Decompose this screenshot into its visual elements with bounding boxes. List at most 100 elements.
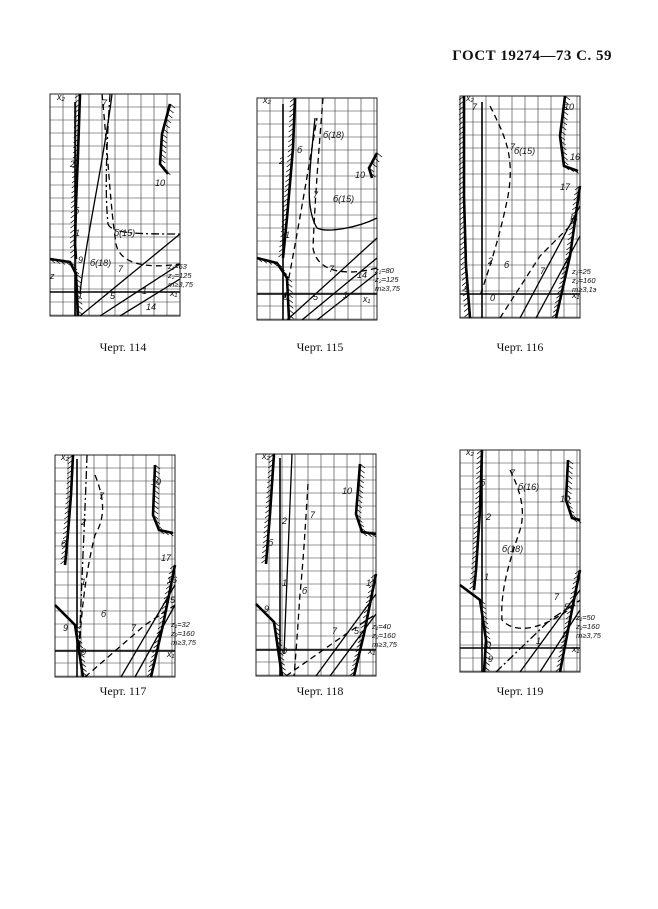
hatch-tick [281,217,288,223]
hatch-tick [566,484,572,490]
hatch-tick [573,169,579,174]
hatch-tick [261,548,268,554]
hatch-tick [64,509,71,515]
hatch-tick [275,636,282,642]
hatch-tick [574,190,580,196]
iso-curve [301,257,378,321]
curve-label: x₂ [262,95,272,105]
iso-curve [79,93,113,295]
hatch-tick [279,266,285,272]
hatch-tick [287,288,293,293]
curve-label: 2 [281,516,287,526]
hatch-tick [366,532,372,537]
hatch-tick [76,278,82,284]
hatch-tick [472,549,478,555]
curve-label: б(18) [502,544,523,554]
hatch-tick [153,484,160,490]
hatch-tick [458,160,465,166]
curve-label: 7 [540,266,546,276]
hatch-tick [276,262,283,268]
hatch-tick [54,259,61,265]
hatch-tick [70,223,76,229]
gear-parameter: m≥3,1э [572,285,597,294]
hatch-tick [484,629,490,635]
hatch-tick [288,303,294,309]
gear-parameter: z₁=32 [170,620,191,629]
hatch-tick [458,105,465,111]
hatch-tick [289,107,295,113]
hatch-tick [73,128,80,134]
hatch-tick [76,638,83,644]
hatch-tick [560,274,566,280]
figure-118-caption: Черт. 118 [296,684,344,698]
hatch-tick [154,519,161,525]
curve-label: 17 [560,182,571,192]
curve-label: x₁ [169,288,178,298]
hatch-tick [169,564,176,570]
hatch-tick [267,473,273,479]
curve-label: 0 [282,646,287,656]
hatch-tick [265,508,271,514]
curve-label: б [268,538,274,548]
gear-parameter: z₁=80 [374,266,395,275]
hatch-tick [567,459,574,465]
hatch-tick [280,227,287,233]
hatch-tick [484,661,490,666]
boundary-curve [63,454,75,566]
hatch-tick [263,533,269,539]
hatch-tick [556,662,563,667]
hatch-tick [71,265,78,271]
hatch-tick [71,183,78,189]
hatch-tick [67,464,73,470]
hatch-tick [561,145,567,151]
hatch-tick [76,634,82,639]
hatch-tick [262,538,269,544]
hatch-tick [566,479,573,485]
hatch-tick [471,564,477,570]
hatch-tick [74,624,81,630]
hatch-tick [159,163,166,169]
hatch-tick [74,98,81,104]
hatch-tick [460,265,467,271]
hatch-tick [463,307,470,312]
hatch-tick [460,260,467,266]
hatch-tick [358,473,365,479]
hatch-tick [374,157,380,163]
hatch-tick [279,237,286,243]
figure-116-caption: Черт. 116 [496,340,544,354]
hatch-tick [66,489,72,495]
hatch-tick [73,138,79,144]
hatch-tick [559,135,566,141]
hatch-tick [151,653,157,658]
hatch-tick [562,110,569,116]
hatch-tick [168,531,174,537]
curve-label: б(16) [518,482,539,492]
hatch-tick [459,205,465,211]
hatch-tick [288,309,294,314]
hatch-tick [286,162,292,168]
iso-curve [315,593,377,677]
hatch-tick [476,464,482,470]
hatch-tick [572,579,579,585]
hatch-tick [286,277,293,283]
curve-label: 10 [151,477,161,487]
hatch-tick [462,286,468,292]
hatch-tick [265,498,272,504]
hatch-tick [154,474,160,480]
hatch-tick [562,633,568,639]
curve-label: б [297,145,303,155]
hatch-tick [367,588,374,594]
hatch-tick [480,604,486,610]
curve-label: 2 [69,159,75,169]
hatch-tick [460,240,466,246]
hatch-tick [263,528,270,534]
hatch-tick [71,193,77,199]
curve-label: 5 [564,602,570,612]
hatch-tick [70,198,77,204]
iso-curve [84,604,176,678]
hatch-tick [153,494,160,500]
hatch-tick [169,103,176,109]
hatch-tick [153,489,160,495]
